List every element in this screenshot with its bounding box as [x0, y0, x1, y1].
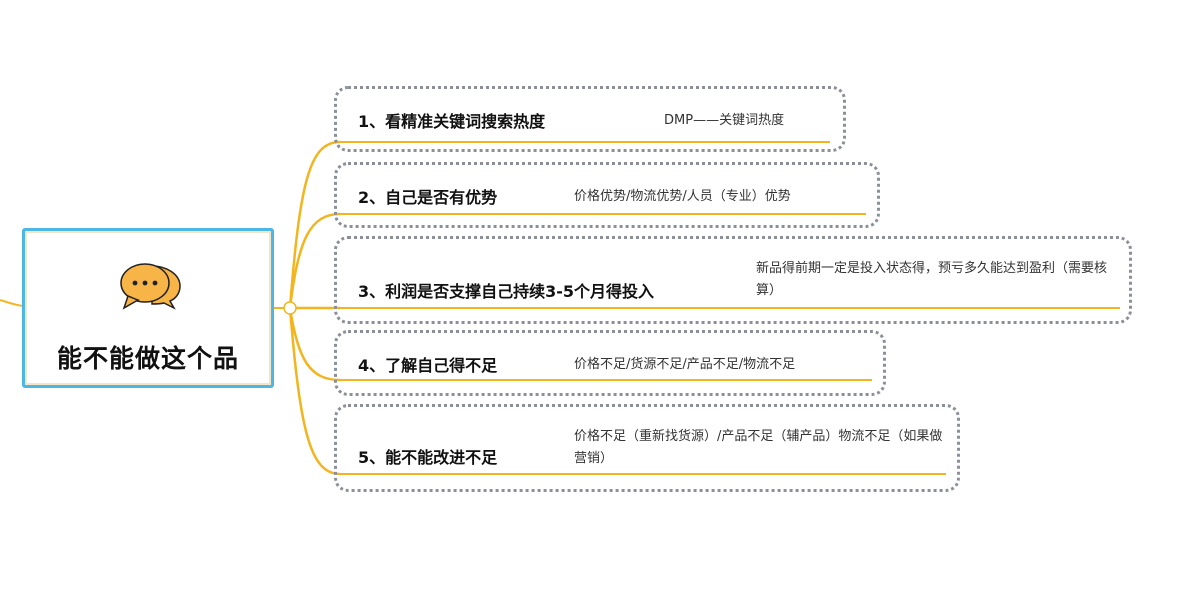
root-title: 能不能做这个品	[56, 344, 239, 373]
root-node[interactable]: 能不能做这个品	[22, 228, 274, 388]
branch-4-title: 4、了解自己得不足	[358, 356, 498, 375]
branch-1[interactable]	[334, 86, 846, 152]
branch-5-underline	[340, 473, 946, 475]
hub-node	[283, 301, 297, 315]
connector-branch-5	[288, 307, 341, 476]
speech-bubbles-icon	[120, 263, 181, 310]
branch-3-title: 3、利润是否支撑自己持续3-5个月得投入	[358, 282, 655, 301]
connector-branch-4	[288, 307, 341, 382]
branch-3-note: 新品得前期一定是投入状态得，预亏多久能达到盈利（需要核算）	[756, 261, 1108, 298]
branch-5-title: 5、能不能改进不足	[358, 448, 498, 467]
connector-branch-2	[288, 212, 341, 309]
branch-2-underline	[340, 213, 866, 215]
branch-5[interactable]	[334, 404, 960, 492]
branch-1-note: DMP——关键词热度	[664, 113, 785, 128]
branch-5-note: 价格不足（重新找货源）/产品不足（辅产品）物流不足（如果做营销）	[574, 429, 943, 466]
branch-3[interactable]	[334, 236, 1132, 324]
branch-4-note: 价格不足/货源不足/产品不足/物流不足	[574, 357, 796, 372]
branch-4-underline	[340, 379, 872, 381]
branch-4[interactable]	[334, 330, 886, 396]
connector-branch-1	[288, 140, 341, 309]
branch-2[interactable]	[334, 162, 880, 228]
branch-1-underline	[340, 141, 830, 143]
branch-2-note: 价格优势/物流优势/人员（专业）优势	[574, 189, 791, 204]
branch-3-underline	[340, 307, 1120, 309]
incoming-connector	[0, 299, 25, 307]
branch-1-title: 1、看精准关键词搜索热度	[358, 112, 546, 131]
branch-2-title: 2、自己是否有优势	[358, 188, 498, 207]
